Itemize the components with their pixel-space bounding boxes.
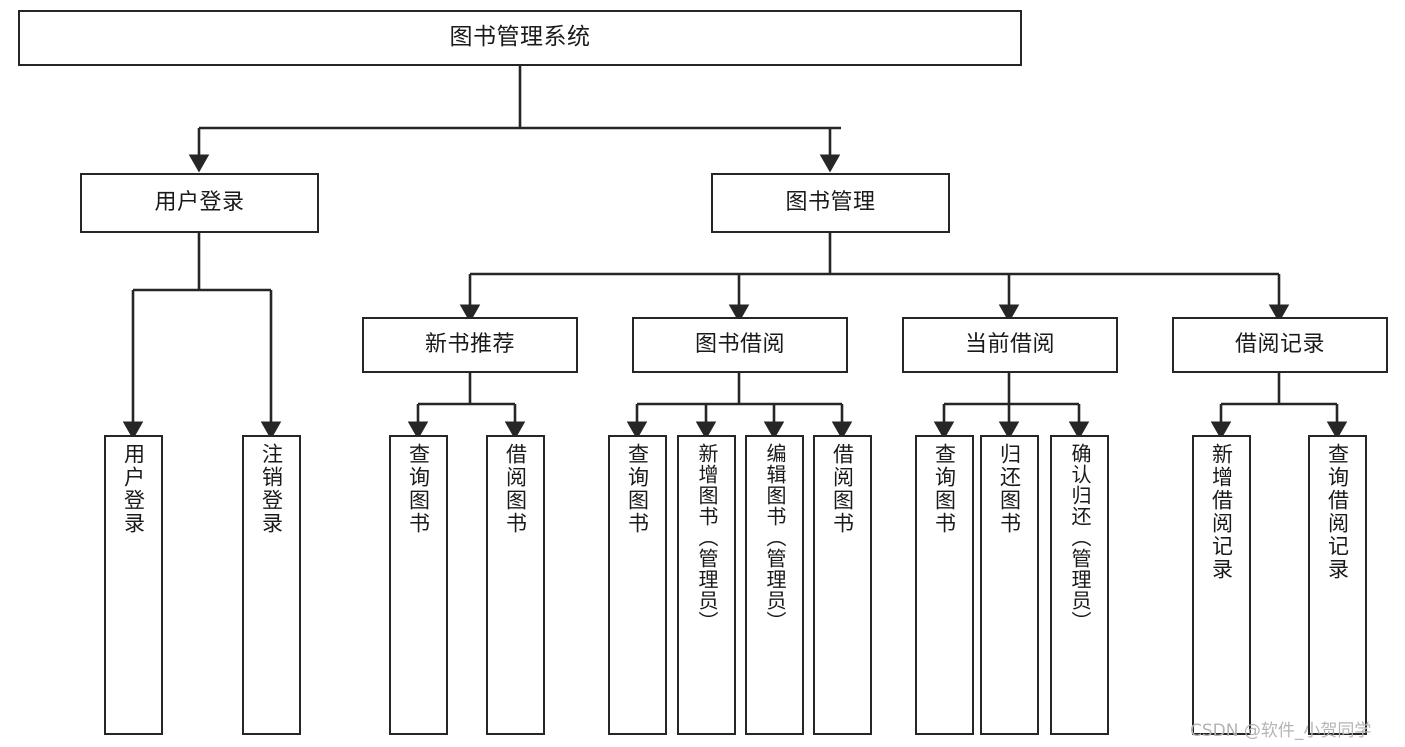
leaf-edit-book-label: 编辑图书（管理员） bbox=[763, 443, 787, 632]
node-book-borrow[interactable]: 图书借阅 bbox=[632, 317, 848, 373]
leaf-borrow-book-1[interactable]: 借阅图书 bbox=[486, 435, 545, 735]
node-user-login[interactable]: 用户登录 bbox=[80, 173, 319, 233]
node-book-management-label: 图书管理 bbox=[785, 189, 876, 215]
node-new-book-recommend[interactable]: 新书推荐 bbox=[362, 317, 578, 373]
node-borrow-record-label: 借阅记录 bbox=[1234, 331, 1325, 357]
leaf-confirm-return[interactable]: 确认归还（管理员） bbox=[1050, 435, 1109, 735]
leaf-user-login-label: 用户登录 bbox=[121, 443, 146, 535]
leaf-query-book-1[interactable]: 查询图书 bbox=[389, 435, 448, 735]
node-book-management[interactable]: 图书管理 bbox=[711, 173, 950, 233]
leaf-query-book-1-label: 查询图书 bbox=[406, 443, 431, 535]
node-current-borrow-label: 当前借阅 bbox=[964, 331, 1055, 357]
node-current-borrow[interactable]: 当前借阅 bbox=[902, 317, 1118, 373]
leaf-query-record-label: 查询借阅记录 bbox=[1325, 443, 1350, 581]
node-root[interactable]: 图书管理系统 bbox=[18, 10, 1022, 66]
watermark: CSDN @软件_小贺同学 bbox=[1190, 721, 1372, 741]
leaf-query-book-2-label: 查询图书 bbox=[625, 443, 650, 535]
leaf-add-book-label: 新增图书（管理员） bbox=[695, 443, 719, 632]
node-user-login-label: 用户登录 bbox=[154, 189, 245, 215]
leaf-add-record-label: 新增借阅记录 bbox=[1209, 443, 1234, 581]
leaf-query-book-3-label: 查询图书 bbox=[932, 443, 957, 535]
leaf-query-book-2[interactable]: 查询图书 bbox=[608, 435, 667, 735]
node-root-label: 图书管理系统 bbox=[449, 24, 591, 51]
leaf-add-book[interactable]: 新增图书（管理员） bbox=[677, 435, 736, 735]
node-new-book-recommend-label: 新书推荐 bbox=[424, 331, 515, 357]
leaf-confirm-return-label: 确认归还（管理员） bbox=[1068, 443, 1092, 632]
leaf-borrow-book-2-label: 借阅图书 bbox=[830, 443, 855, 535]
leaf-logout-login-label: 注销登录 bbox=[259, 443, 284, 535]
leaf-query-book-3[interactable]: 查询图书 bbox=[915, 435, 974, 735]
leaf-query-record[interactable]: 查询借阅记录 bbox=[1308, 435, 1367, 735]
leaf-edit-book[interactable]: 编辑图书（管理员） bbox=[745, 435, 804, 735]
leaf-user-login[interactable]: 用户登录 bbox=[104, 435, 163, 735]
leaf-return-book[interactable]: 归还图书 bbox=[980, 435, 1039, 735]
node-book-borrow-label: 图书借阅 bbox=[694, 331, 785, 357]
leaf-logout-login[interactable]: 注销登录 bbox=[242, 435, 301, 735]
leaf-return-book-label: 归还图书 bbox=[997, 443, 1022, 535]
leaf-borrow-book-1-label: 借阅图书 bbox=[503, 443, 528, 535]
node-borrow-record[interactable]: 借阅记录 bbox=[1172, 317, 1388, 373]
leaf-add-record[interactable]: 新增借阅记录 bbox=[1192, 435, 1251, 735]
leaf-borrow-book-2[interactable]: 借阅图书 bbox=[813, 435, 872, 735]
